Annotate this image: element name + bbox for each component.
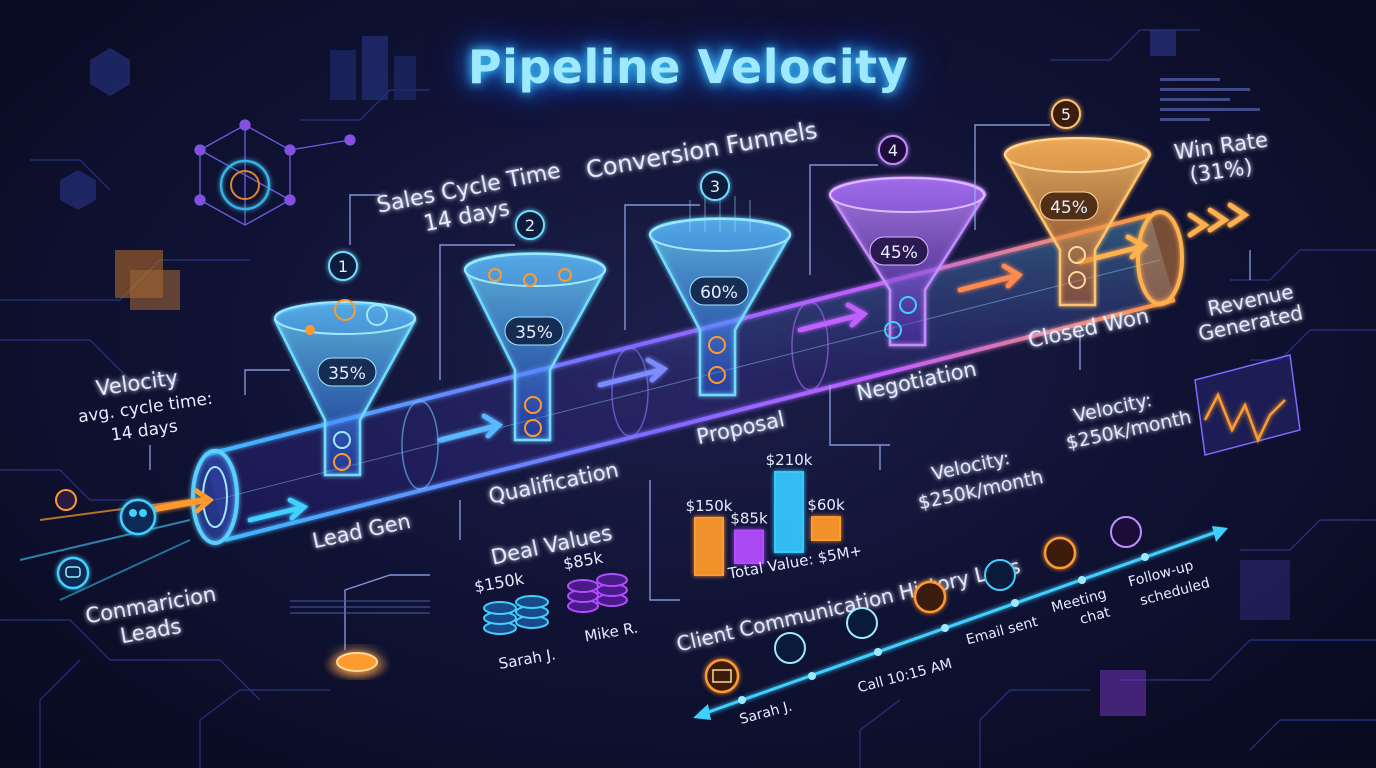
proposal-bar-label-3: $60k <box>807 496 845 514</box>
network-graph <box>194 119 356 226</box>
stage-2-number: 2 <box>525 216 535 235</box>
users-icon <box>119 498 157 536</box>
proposal-bar-1 <box>734 529 764 564</box>
deal-stack-2 <box>567 573 628 613</box>
timeline-icons <box>704 516 1142 694</box>
funnel-3-rate: 60% <box>700 283 738 303</box>
proposal-bar-2 <box>774 471 804 553</box>
mail-icon <box>984 559 1016 591</box>
background-blocks <box>60 30 1290 716</box>
funnel-5-rate: 45% <box>1050 198 1088 218</box>
phone-icon <box>774 632 806 664</box>
mail-icon <box>704 658 740 694</box>
funnel-1-rate: 35% <box>328 364 366 384</box>
page-title: Pipeline Velocity <box>467 40 909 94</box>
user-icon <box>366 304 388 326</box>
portal <box>290 600 430 681</box>
lead-icons <box>55 489 157 590</box>
stage-3-number: 3 <box>710 177 720 196</box>
stage-4-number: 4 <box>888 141 898 160</box>
phone-icon <box>846 607 878 639</box>
funnel-2 <box>463 252 607 442</box>
proposal-bar-3 <box>811 516 841 542</box>
proposal-bar-label-0: $150k <box>686 497 733 515</box>
funnel-1 <box>273 299 417 477</box>
funnel-5 <box>1003 137 1152 307</box>
deal-2-owner: Mike R. <box>583 619 639 646</box>
stage-badges: 1 2 3 4 5 <box>328 99 1081 281</box>
timeline-label-1: Call 10:15 AM <box>856 656 954 697</box>
rate-pills: 35% 35% 60% 45% 45% <box>317 191 1099 387</box>
chat-icon <box>56 556 90 590</box>
proposal-bar-chart: $150k$85k $210k $60k <box>686 451 845 576</box>
stage-1-number: 1 <box>338 257 348 276</box>
proposal-bar-label-1: $85k <box>730 510 768 528</box>
circuit-background <box>0 29 1376 768</box>
conversion-funnels-label: Conversion Funnels <box>584 116 820 184</box>
deal-1-owner: Sarah J. <box>497 645 557 673</box>
mail-icon <box>913 580 947 614</box>
flow-arrows <box>247 202 1250 523</box>
deal-stack-1 <box>483 595 549 635</box>
proposal-bar-0 <box>694 516 724 576</box>
user-icon <box>334 299 356 321</box>
background-data-ticks <box>1160 78 1260 121</box>
timeline-label-0: Sarah J. <box>738 698 794 727</box>
funnel-2-rate: 35% <box>515 323 553 343</box>
deal-1-amount: $150k <box>473 569 526 597</box>
connector-lines <box>149 124 1251 650</box>
stage-5-number: 5 <box>1061 105 1071 124</box>
coin-icon <box>55 489 77 511</box>
timeline-label-3b: chat <box>1078 604 1112 628</box>
timeline-label-2: Email sent <box>964 614 1040 649</box>
comm-timeline <box>693 526 1228 720</box>
funnel-4-rate: 45% <box>880 243 918 263</box>
chat-icon <box>1043 536 1077 570</box>
proposal-bar-label-2: $210k <box>766 451 813 469</box>
mini-line-chart <box>1194 354 1301 456</box>
lead-streams <box>19 487 215 601</box>
chat-icon <box>1110 516 1142 548</box>
